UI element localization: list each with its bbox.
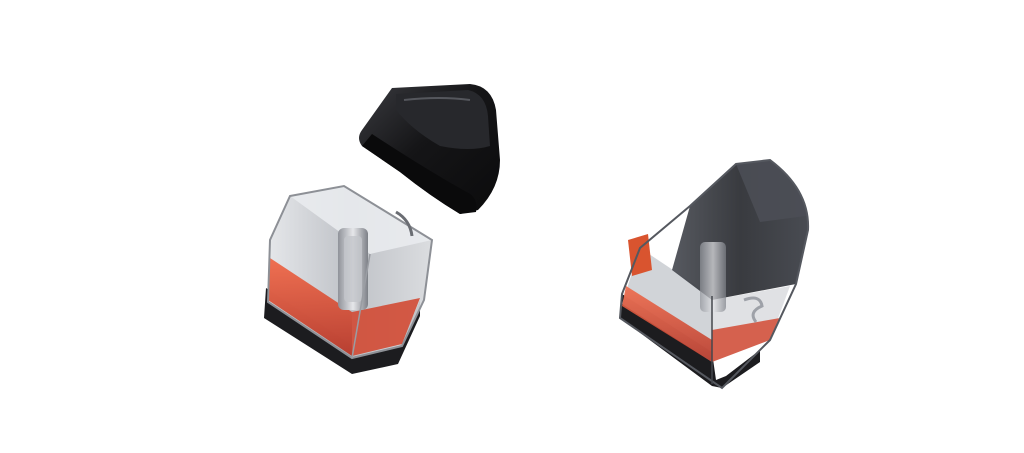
open-pod-cartridge [264, 184, 434, 374]
assembled-pod-cartridge [618, 158, 810, 390]
mouthpiece-cap [359, 84, 500, 214]
